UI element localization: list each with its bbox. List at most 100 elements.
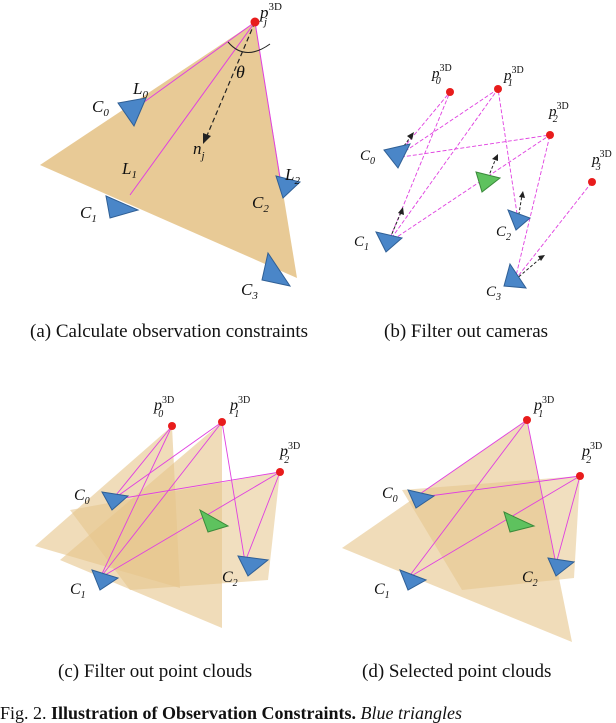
camera-c1-arrow-head [398, 207, 404, 215]
ray-c1-p1 [99, 421, 223, 579]
camera-c1-label: C1 [374, 581, 390, 601]
green-camera-arrow-head [492, 154, 498, 161]
camera-c2-icon [237, 555, 270, 577]
region-p2 [70, 472, 280, 590]
camera-c1-label: C1 [80, 203, 97, 225]
ray-c1-p2 [99, 471, 281, 579]
green-camera-icon [503, 511, 536, 533]
ray-c0-p2 [111, 471, 281, 501]
point-p2 [546, 131, 554, 139]
ray-c1-p2 [387, 134, 551, 244]
camera-c0-icon [407, 489, 436, 509]
camera-c2-direction [517, 194, 523, 221]
ray-c1-p0 [99, 425, 173, 579]
camera-c2-label: C2 [496, 224, 511, 243]
ray-l1 [129, 21, 256, 196]
ray-c2-p1 [221, 421, 246, 563]
ray-c0-p1 [413, 419, 528, 499]
camera-c1-icon [375, 231, 404, 253]
observation-region-triangle [40, 22, 297, 278]
figure-number: Fig. 2. [0, 703, 52, 723]
camera-c0-label: C0 [92, 97, 109, 119]
camera-c3-arrow-head [538, 255, 545, 261]
normal-label: nj [193, 139, 205, 162]
figure-caption-line: Fig. 2. Illustration of Observation Cons… [0, 703, 616, 723]
camera-c1-label: C1 [354, 234, 369, 253]
ray-l2 [254, 21, 281, 179]
point-p0 [168, 422, 176, 430]
figure-title: Illustration of Observation Constraints. [51, 703, 357, 723]
normal-arrow [205, 21, 256, 139]
camera-c2-label: C2 [522, 569, 538, 589]
line-l1-label: L1 [121, 159, 137, 181]
camera-c2-label: C2 [252, 193, 269, 215]
ray-c1-p1 [407, 419, 528, 579]
point-p3 [588, 178, 596, 186]
camera-c0-icon [117, 97, 147, 128]
camera-c3-icon [503, 262, 527, 289]
ray-c2-p1 [497, 88, 519, 221]
camera-c3-label: C3 [486, 284, 501, 303]
camera-c0-arrow-head [407, 132, 414, 140]
line-l0-label: L0 [132, 79, 148, 101]
ray-l0 [139, 21, 256, 106]
figure-caption-continuation: Blue triangles [356, 703, 463, 723]
region-p2 [402, 476, 580, 590]
camera-c2-icon [547, 557, 576, 577]
ray-c2-p2 [244, 471, 281, 563]
ray-c0-p0 [111, 425, 173, 501]
ray-c2-p1 [526, 419, 557, 565]
camera-c1-label: C1 [70, 581, 86, 601]
ray-c0-p1 [394, 88, 499, 159]
camera-c3-label: C3 [241, 280, 258, 302]
green-camera-direction [487, 157, 497, 179]
camera-c0-label: C0 [74, 487, 90, 507]
point-p0 [446, 88, 454, 96]
camera-c1-icon [105, 195, 140, 219]
camera-c0-icon [383, 143, 411, 169]
camera-c1-icon [399, 569, 428, 591]
camera-c2-icon [275, 175, 302, 199]
ray-c3-p3 [514, 181, 593, 281]
camera-c3-direction [514, 256, 543, 281]
point-p1 [494, 85, 502, 93]
camera-c0-label: C0 [382, 485, 398, 505]
camera-c2-arrow-head [519, 191, 525, 198]
green-camera-icon [475, 171, 502, 193]
ray-c1-p2 [407, 475, 581, 579]
ray-c0-p2 [394, 134, 551, 159]
theta-arc [227, 41, 271, 53]
camera-c1-icon [91, 569, 120, 591]
point-p2 [276, 468, 284, 476]
camera-c0-icon [101, 491, 130, 511]
ray-c2-p2 [555, 475, 581, 565]
point-p1 [218, 418, 226, 426]
ray-c0-p1 [111, 421, 223, 501]
caption-d: (d) Selected point clouds [362, 661, 552, 682]
ray-c1-p1 [387, 88, 499, 244]
line-l2-label: L2 [284, 165, 300, 187]
caption-c: (c) Filter out point clouds [58, 661, 253, 682]
green-camera-icon [199, 508, 230, 533]
camera-c2-label: C2 [222, 569, 238, 589]
camera-c2-icon [507, 209, 531, 231]
normal-arrow-head [203, 133, 211, 144]
theta-label: θ [236, 62, 245, 82]
point-p2 [576, 472, 584, 480]
caption-a: (a) Calculate observation constraints [30, 321, 309, 342]
caption-b: (b) Filter out cameras [384, 321, 549, 342]
camera-c0-label: C0 [360, 148, 375, 167]
